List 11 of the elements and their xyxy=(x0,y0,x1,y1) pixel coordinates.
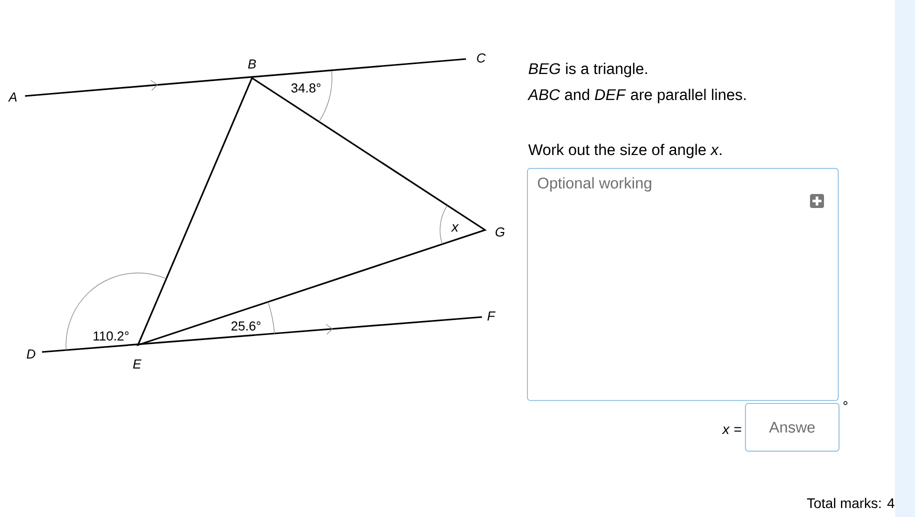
answer-prompt: x = xyxy=(722,426,742,434)
marks-text: Total marks: 4 xyxy=(807,498,894,508)
point-label: E xyxy=(133,360,142,368)
point-label: G xyxy=(496,227,504,237)
degree-sign: ° xyxy=(843,401,848,406)
input-field: Optional working xyxy=(527,168,839,401)
question-text: BEG is a triangle. xyxy=(528,62,647,78)
point-label: A xyxy=(8,92,17,102)
answer-field: Answe xyxy=(745,402,840,452)
question-text: ABC and DEF are parallel lines. xyxy=(527,88,746,104)
point-label: F xyxy=(487,312,496,320)
